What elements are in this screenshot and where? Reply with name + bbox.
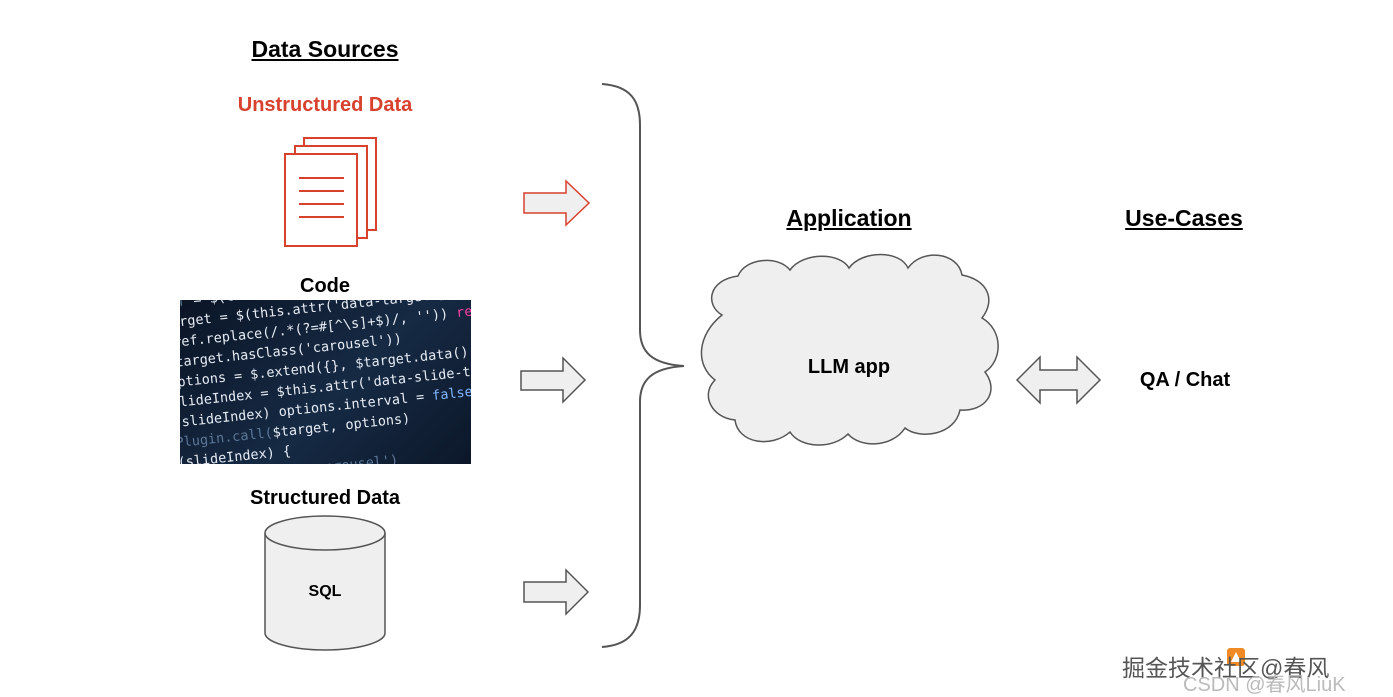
code-token: this <box>251 303 286 323</box>
arrow-unstructured-icon <box>523 179 591 227</box>
code-screenshot-image: ref = $(this)target = $(this.attr('data-… <box>180 300 471 464</box>
database-cylinder-icon <box>264 515 386 651</box>
double-arrow-icon <box>1015 355 1102 405</box>
code-token: return <box>455 300 471 322</box>
documents-icon <box>284 137 377 247</box>
qa-chat-label: QA / Chat <box>1139 369 1231 391</box>
code-label: Code <box>300 275 350 297</box>
structured-data-label: Structured Data <box>249 487 401 509</box>
code-snippet: ref = $(this)target = $(this.attr('data-… <box>180 300 471 464</box>
curly-brace-icon <box>601 83 685 648</box>
watermark-csdn: CSDN @春风LiuK <box>1183 674 1346 696</box>
code-token: false <box>431 383 471 405</box>
sql-label: SQL <box>308 583 342 600</box>
watermark-juejin: 掘金技术社区@春风 <box>1122 655 1330 681</box>
llm-app-label: LLM app <box>807 356 891 378</box>
unstructured-data-label: Unstructured Data <box>237 94 413 116</box>
arrow-code-icon <box>520 356 587 404</box>
application-heading: Application <box>786 205 912 231</box>
cloud-icon <box>700 253 999 446</box>
arrow-structured-icon <box>523 568 590 616</box>
juejin-logo-icon <box>1227 648 1245 666</box>
use-cases-heading: Use-Cases <box>1125 205 1243 231</box>
data-sources-heading: Data Sources <box>251 36 399 62</box>
